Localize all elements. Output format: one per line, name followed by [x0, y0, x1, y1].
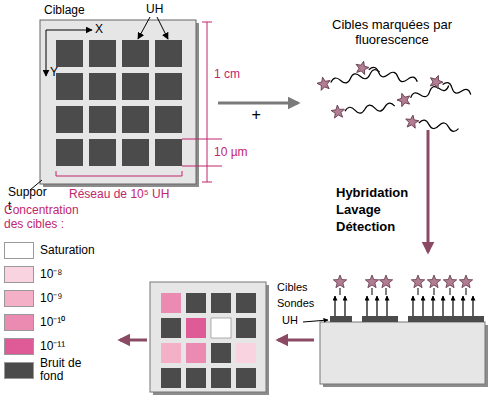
step-label: Hybridation: [336, 186, 408, 201]
dimension: 1 cm: [214, 68, 240, 82]
legend-title: Concentration des cibles :: [4, 204, 99, 232]
hybridization-units: [56, 40, 182, 166]
legend-text: 10⁻¹¹: [40, 340, 102, 354]
step-label: Lavage: [336, 203, 381, 218]
probes: [335, 296, 473, 316]
dimension: 10 µm: [214, 146, 248, 160]
labelled-targets: [316, 60, 473, 135]
legend-swatch: [4, 290, 34, 307]
step-label: Détection: [336, 220, 395, 235]
legend-swatch: [4, 338, 34, 355]
legend-swatch: [4, 266, 34, 283]
legend-text: 10⁻¹⁰: [40, 316, 102, 330]
group-label: Cibles marquées par fluorescence: [317, 18, 467, 48]
legend-swatch: [4, 242, 34, 259]
part-label: UH: [146, 3, 163, 17]
legend-text: Saturation: [40, 244, 102, 258]
operator: +: [252, 106, 261, 124]
legend-swatch: [4, 314, 34, 331]
legend-text: 10⁻⁹: [40, 292, 102, 306]
mix-arrow: [218, 102, 298, 105]
dimension: Réseau de 10⁵ UH: [69, 188, 169, 202]
part-label: Sondes: [277, 297, 314, 310]
axis-label: Y: [50, 66, 58, 80]
result-chip: [150, 282, 269, 395]
bound-targets: [333, 275, 472, 295]
axis-title: Ciblage: [44, 4, 85, 18]
uh-pointers: [138, 17, 168, 39]
process-arrow: [427, 130, 430, 252]
legend-text: Bruit de fond: [40, 357, 102, 385]
readout-arrow: [278, 339, 314, 342]
axis-label: X: [95, 23, 103, 37]
chip-support: [40, 20, 199, 187]
legend-arrow: [120, 339, 147, 342]
part-label: Cibles: [277, 281, 308, 294]
legend-swatch: [4, 362, 34, 379]
part-label: UH: [282, 314, 298, 327]
dimension-lines: [56, 22, 222, 182]
cross-section: [303, 316, 488, 387]
legend-text: 10⁻⁸: [40, 268, 102, 282]
